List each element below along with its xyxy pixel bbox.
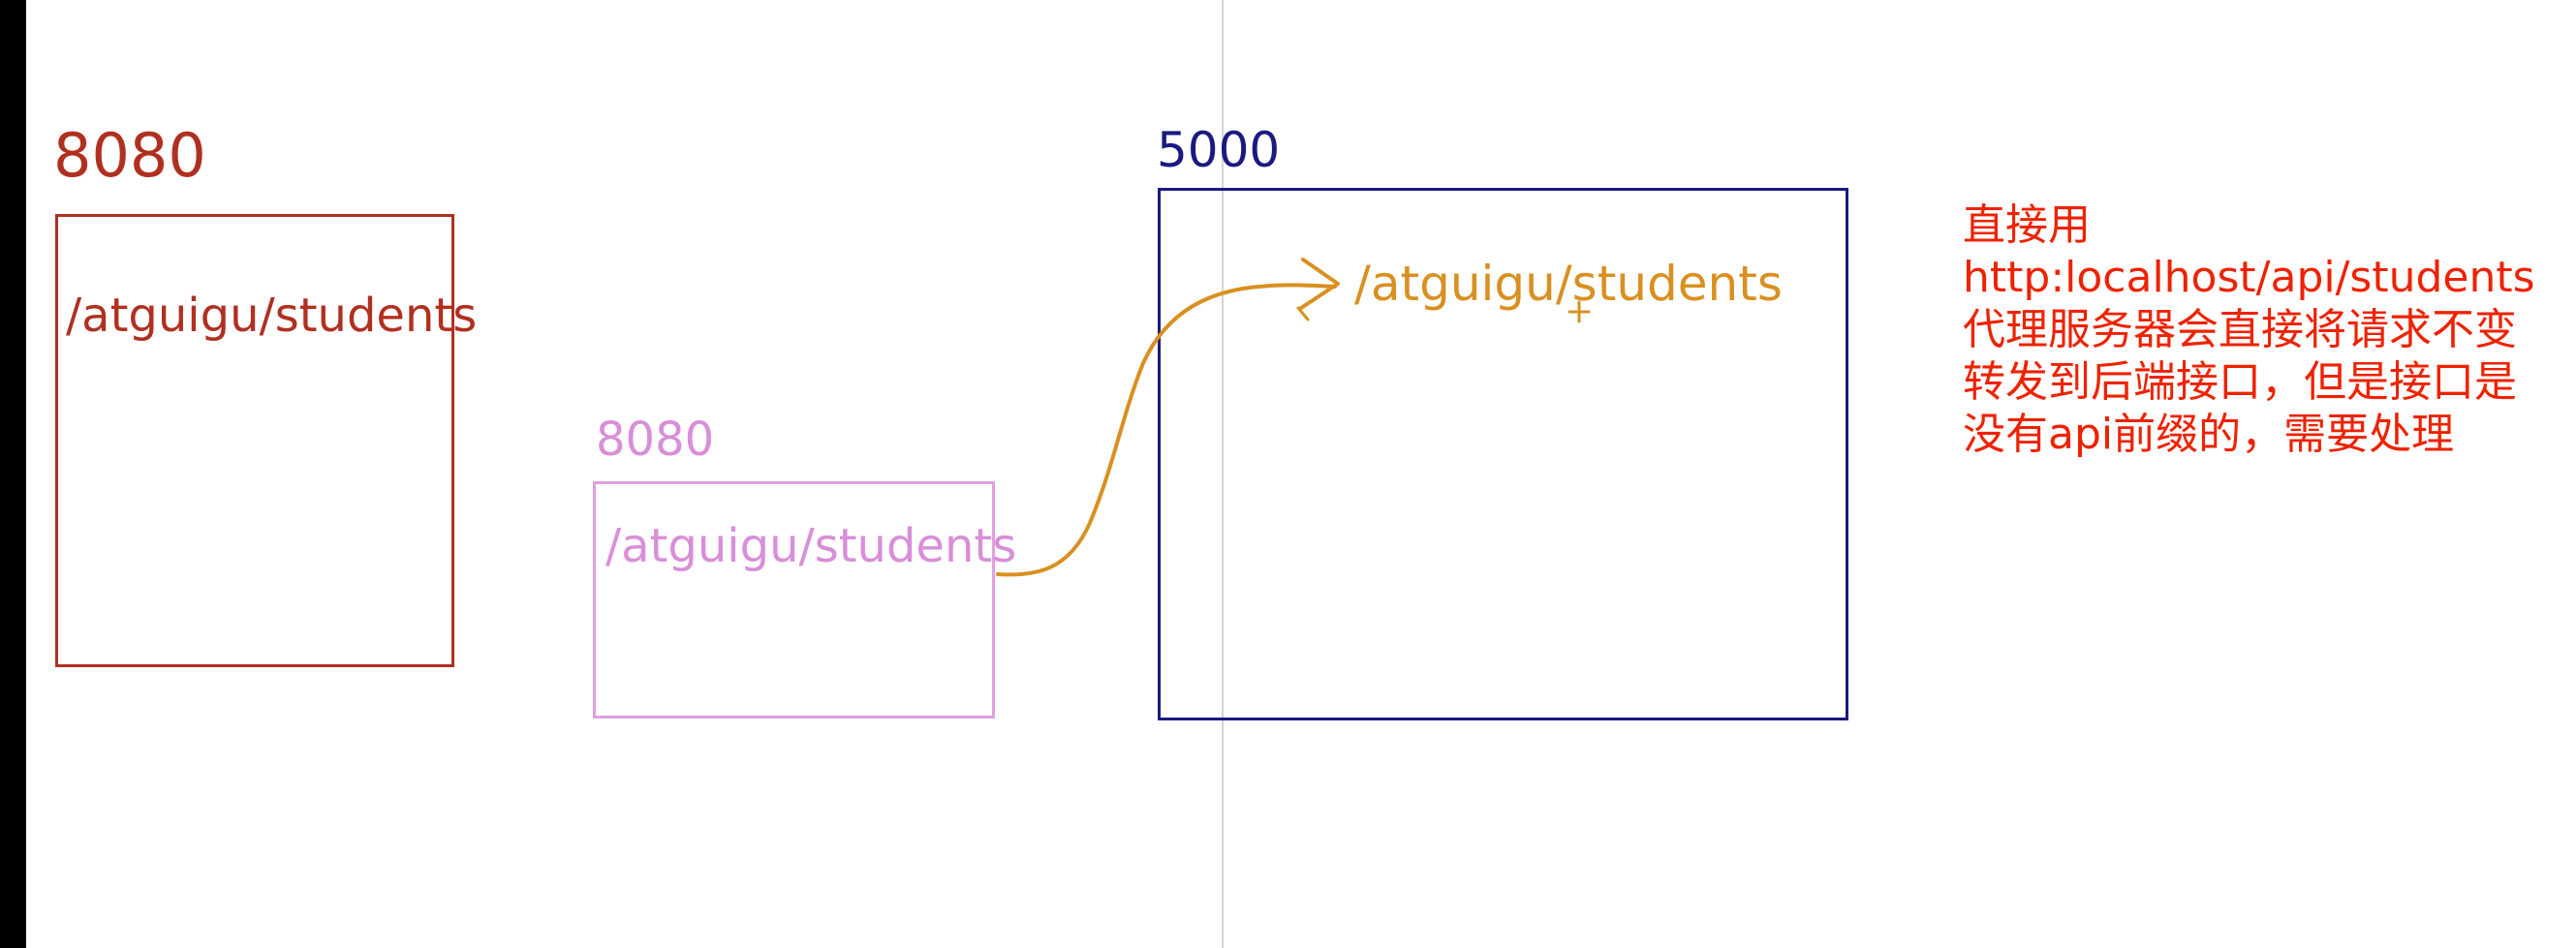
backend-path-label: /atguigu/students <box>1354 256 1783 312</box>
note-line-4: 转发到后端接口，但是接口是 <box>1963 357 2517 408</box>
note-line-1: 直接用 <box>1963 200 2091 250</box>
proxy-box <box>593 481 995 719</box>
proxy-note: 直接用 http:localhost/api/students 代理服务器会直接… <box>1963 199 2573 462</box>
note-line-5: 没有api前缀的，需要处理 <box>1963 410 2455 460</box>
frontend-box <box>55 214 454 667</box>
frontend-port-label: 8080 <box>53 120 206 191</box>
note-line-3: 代理服务器会直接将请求不变 <box>1963 305 2517 355</box>
left-edge-bar <box>0 0 26 948</box>
proxy-port-label: 8080 <box>596 413 715 467</box>
proxy-path-label: /atguigu/students <box>605 519 1017 573</box>
frontend-path-label: /atguigu/students <box>66 289 478 343</box>
backend-port-label: 5000 <box>1157 122 1281 178</box>
note-line-2: http:localhost/api/students <box>1963 253 2535 303</box>
